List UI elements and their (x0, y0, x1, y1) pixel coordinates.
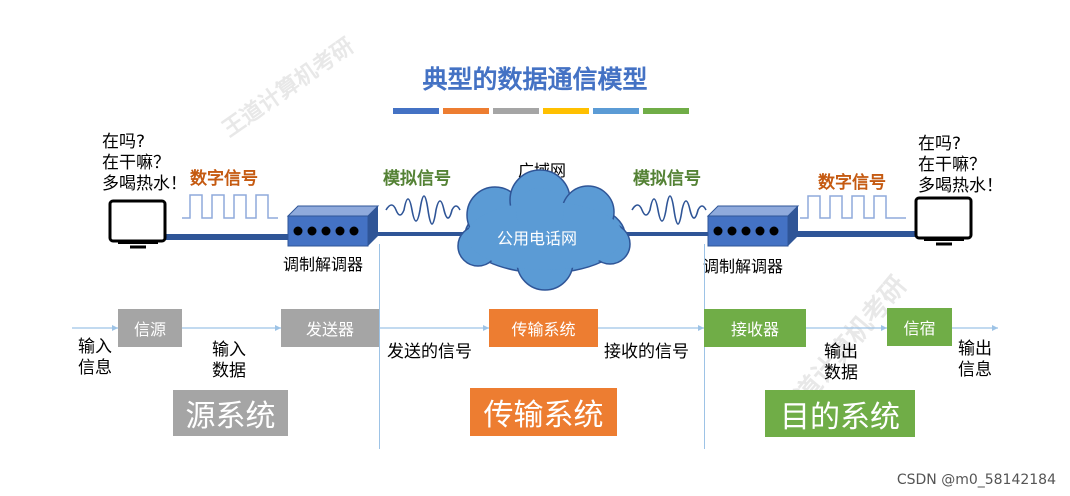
receiver-box: 接收器 (704, 309, 806, 347)
color-bar-6 (643, 108, 689, 114)
color-bar-3 (493, 108, 539, 114)
left-message-line-3: 多喝热水！ (102, 174, 187, 194)
analog-wave-left (385, 195, 461, 225)
analog-wave-right (631, 195, 707, 225)
source-box: 信源 (118, 309, 182, 347)
color-bar-2 (443, 108, 489, 114)
cloud-icon (457, 169, 631, 291)
digital-wave-left (182, 194, 278, 219)
color-bar-1 (393, 108, 439, 114)
digital-signal-label-right: 数字信号 (818, 173, 886, 193)
page-title: 典型的数据通信模型 (422, 65, 648, 94)
modem-icon-left (286, 205, 380, 247)
output-data-label: 输出 数据 (824, 342, 858, 383)
right-message-line-1: 在吗? (918, 134, 962, 154)
footer-credit: CSDN @m0_58142184 (896, 472, 1056, 488)
left-message-line-2: 在干嘛？ (102, 153, 170, 173)
source-system-box: 源系统 (173, 390, 288, 436)
right-message-line-3: 多喝热水！ (918, 176, 1003, 196)
output-info-label: 输出 信息 (958, 339, 992, 380)
digital-wave-right (800, 195, 906, 219)
left-message-line-1: 在吗? (102, 132, 146, 152)
destination-system-box: 目的系统 (765, 390, 915, 437)
received-signal-label: 接收的信号 (604, 342, 689, 362)
computer-icon-right (914, 196, 973, 246)
input-info-label: 输入 信息 (78, 337, 112, 378)
transmitter-box: 发送器 (281, 309, 379, 347)
color-bar-5 (593, 108, 639, 114)
computer-icon-left (108, 199, 167, 249)
input-data-label: 输入 数据 (212, 340, 246, 381)
divider-left (379, 244, 380, 449)
right-message-line-2: 在干嘛？ (918, 155, 986, 175)
modem-label-left: 调制解调器 (283, 255, 364, 274)
flow-arrows (72, 325, 998, 331)
transmission-system-big-box: 传输系统 (470, 388, 617, 436)
destination-box: 信宿 (887, 308, 952, 346)
modem-icon-right (706, 205, 800, 247)
digital-signal-label-left: 数字信号 (190, 169, 258, 189)
analog-signal-label-left: 模拟信号 (383, 169, 451, 189)
transmission-system-box: 传输系统 (489, 309, 598, 347)
color-bar-4 (543, 108, 589, 114)
modem-label-right: 调制解调器 (703, 257, 784, 276)
cloud-label: 公用电话网 (497, 229, 578, 248)
analog-signal-label-right: 模拟信号 (633, 169, 701, 189)
sent-signal-label: 发送的信号 (387, 342, 472, 362)
